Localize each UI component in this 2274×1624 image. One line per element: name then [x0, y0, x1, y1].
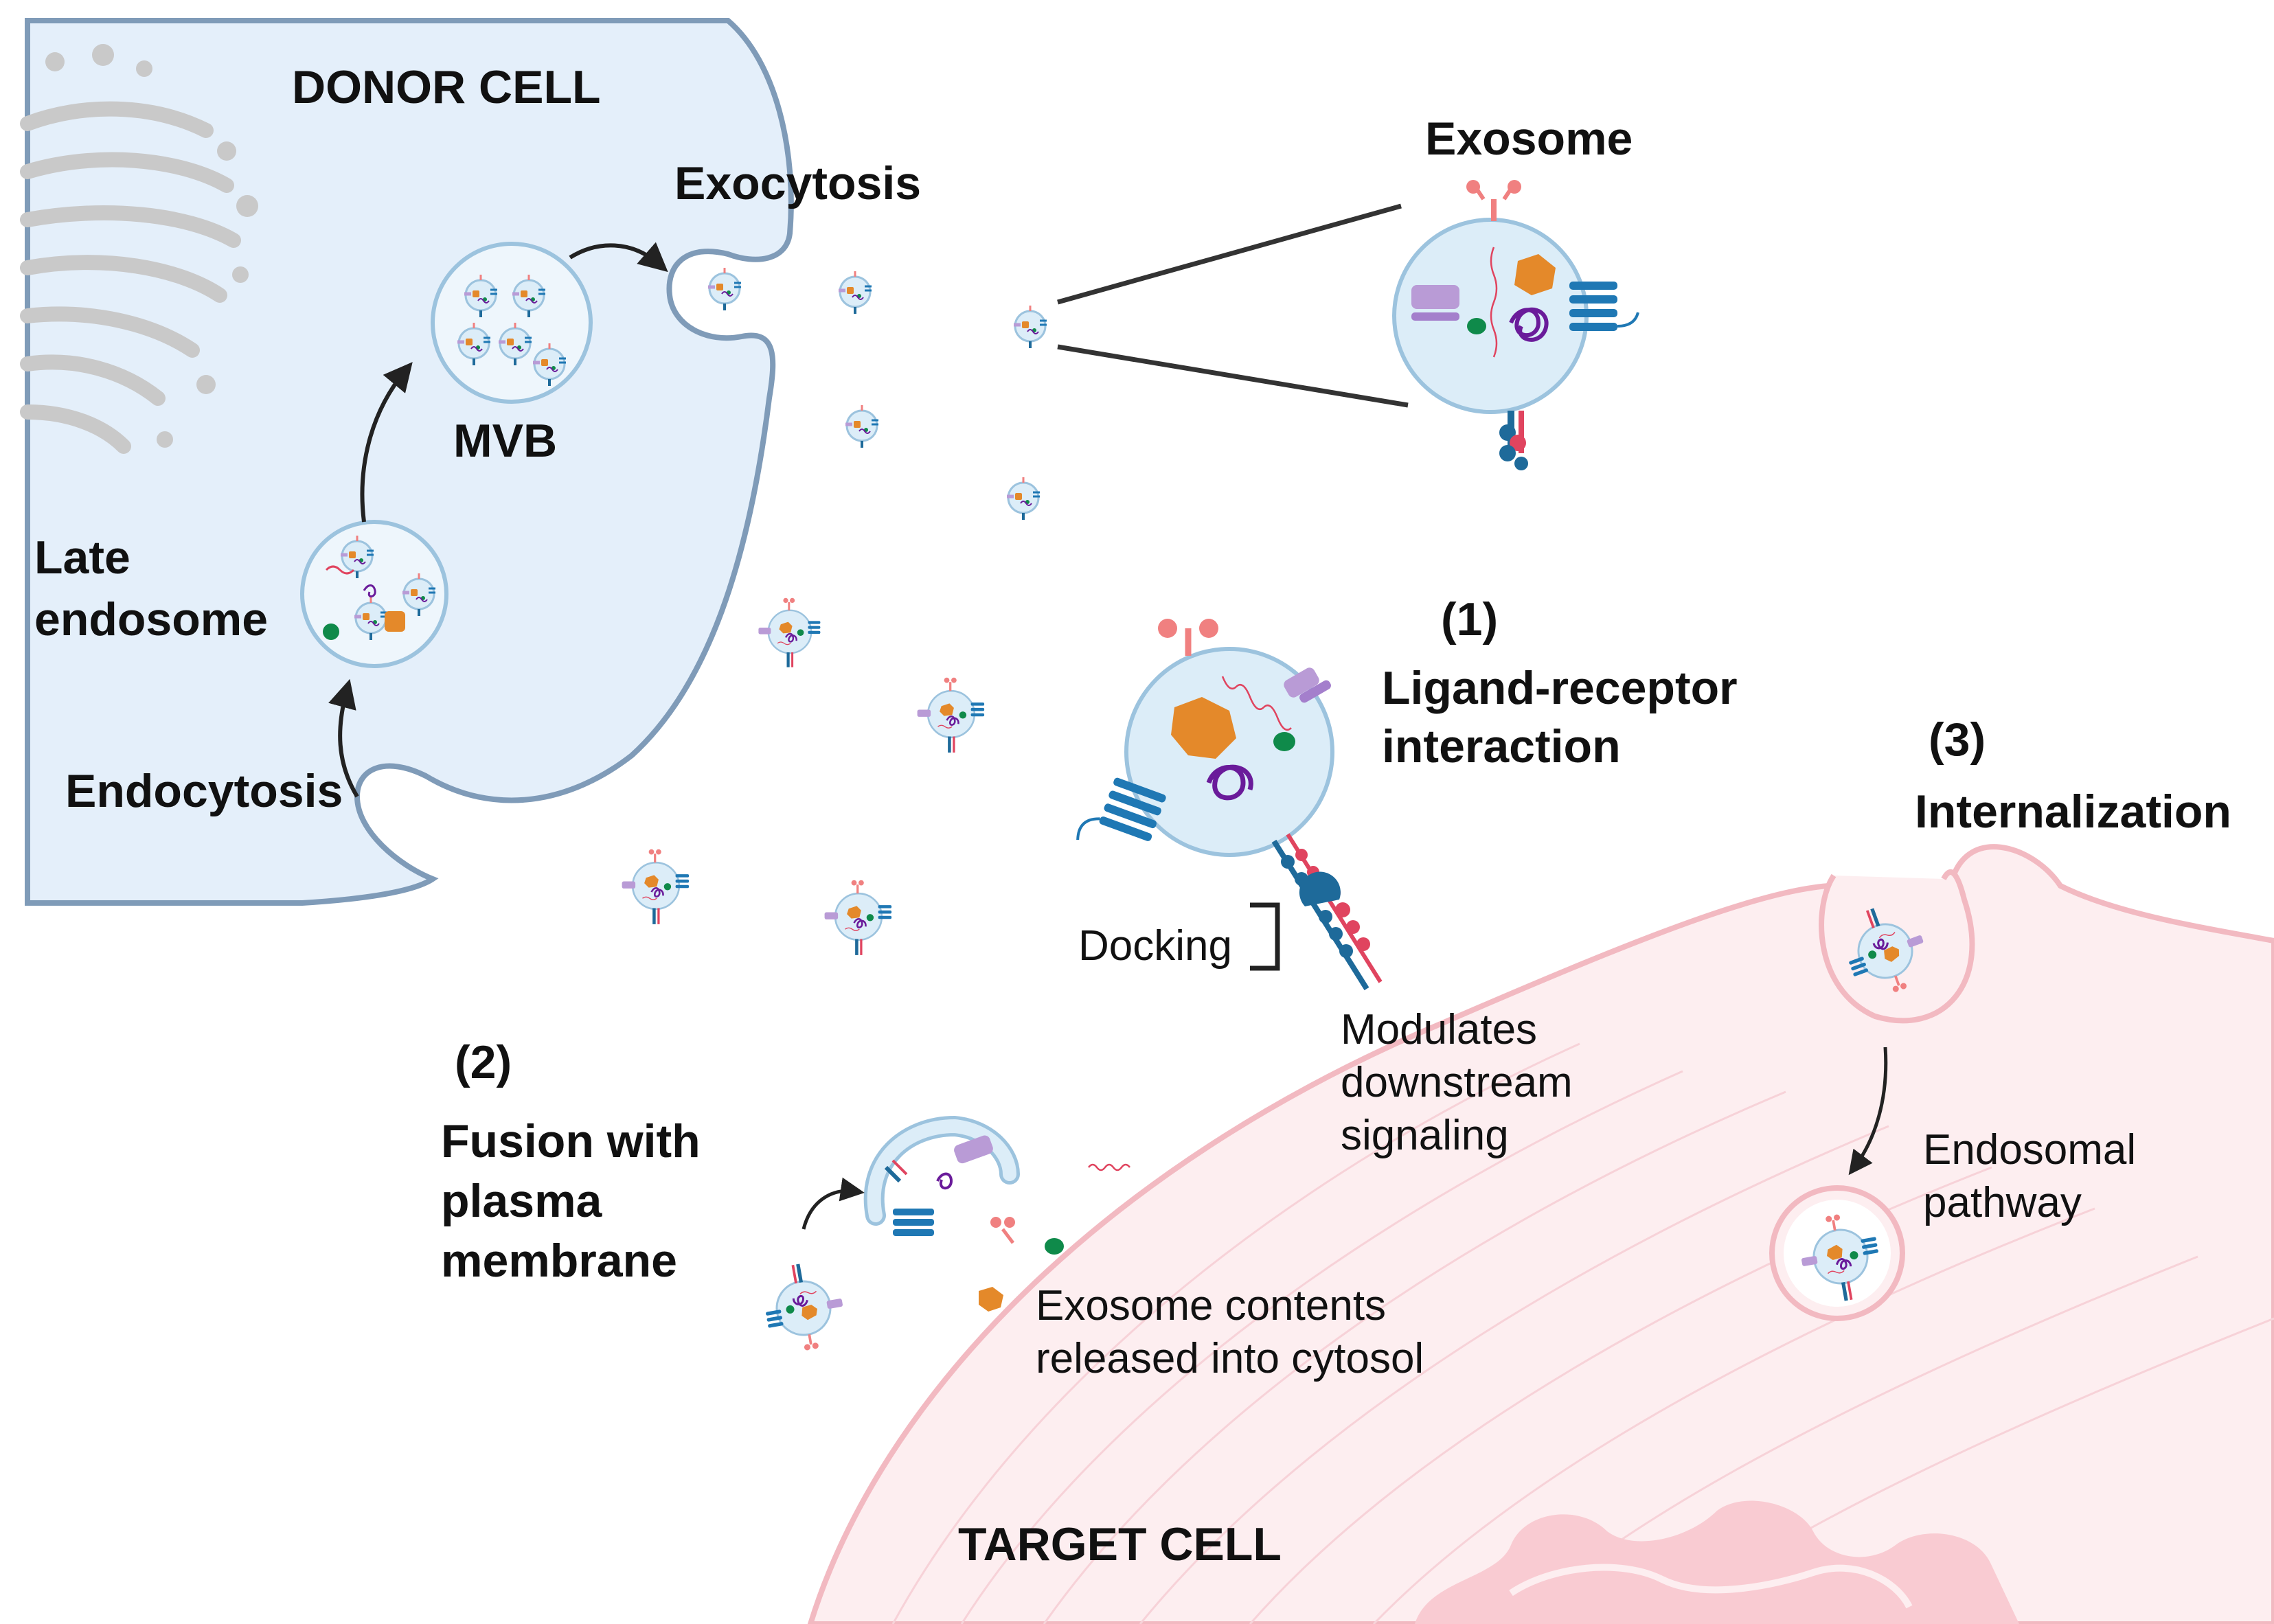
endosomal-label-1: Endosomal [1923, 1126, 2136, 1174]
target-cell-body [807, 844, 2274, 1624]
internalization-pit [1819, 869, 1975, 1024]
endosomal-label-2: pathway [1923, 1179, 2082, 1226]
late-to-mvb-arrow [360, 362, 413, 523]
target-organelle [1415, 1500, 2019, 1624]
docking-bracket [1250, 902, 1280, 971]
step1-number: (1) [1441, 593, 1498, 645]
mvb [431, 242, 593, 404]
endocytosis-label: Endocytosis [65, 765, 343, 817]
exocytosis-label: Exocytosis [674, 157, 921, 209]
step2-number: (2) [455, 1036, 512, 1088]
late-endosome [300, 520, 448, 668]
late-endosome-label-1: Late [34, 531, 130, 584]
ligand-receptor-exosome [1076, 619, 1383, 991]
modulates-label-2: downstream [1341, 1059, 1573, 1106]
donor-golgi-vesicles [45, 44, 258, 448]
donor-cell-body [25, 18, 794, 906]
docking-label: Docking [1078, 922, 1232, 970]
step2-title-3: membrane [441, 1235, 677, 1287]
target-cell [807, 844, 2274, 1624]
mvb-label: MVB [453, 415, 557, 467]
step1-title-1: Ligand-receptor [1382, 662, 1738, 714]
modulates-label-1: Modulates [1341, 1006, 1537, 1053]
step2-title-2: plasma [441, 1175, 603, 1227]
contents-label-2: released into cytosol [1036, 1335, 1424, 1382]
step1-title-2: interaction [1382, 720, 1621, 773]
donor-cell [20, 18, 794, 906]
fusion-arrow [801, 1177, 865, 1230]
endosomal-arrow [1848, 1047, 1888, 1176]
step2-title-1: Fusion with [441, 1115, 701, 1167]
exosome-label: Exosome [1425, 113, 1633, 165]
step3-number: (3) [1929, 713, 1986, 766]
mvb-to-exocytosis-arrow [569, 242, 668, 273]
fusion-region [863, 1115, 1130, 1255]
contents-label-1: Exosome contents [1036, 1282, 1386, 1329]
endocytosis-arrow [328, 678, 359, 798]
late-endosome-label-2: endosome [34, 593, 268, 645]
exosome-detail [1392, 180, 1639, 470]
donor-golgi [20, 101, 241, 454]
step3-title: Internalization [1915, 786, 2231, 838]
zoom-lines [1057, 203, 1409, 408]
protein-legend-icon [979, 1287, 1003, 1312]
endosome-target [1769, 1185, 1905, 1321]
target-cell-label: TARGET CELL [958, 1518, 1282, 1570]
donor-cell-label: DONOR CELL [292, 61, 601, 113]
modulates-label-3: signaling [1341, 1112, 1509, 1159]
docking-receptor [1271, 833, 1383, 991]
